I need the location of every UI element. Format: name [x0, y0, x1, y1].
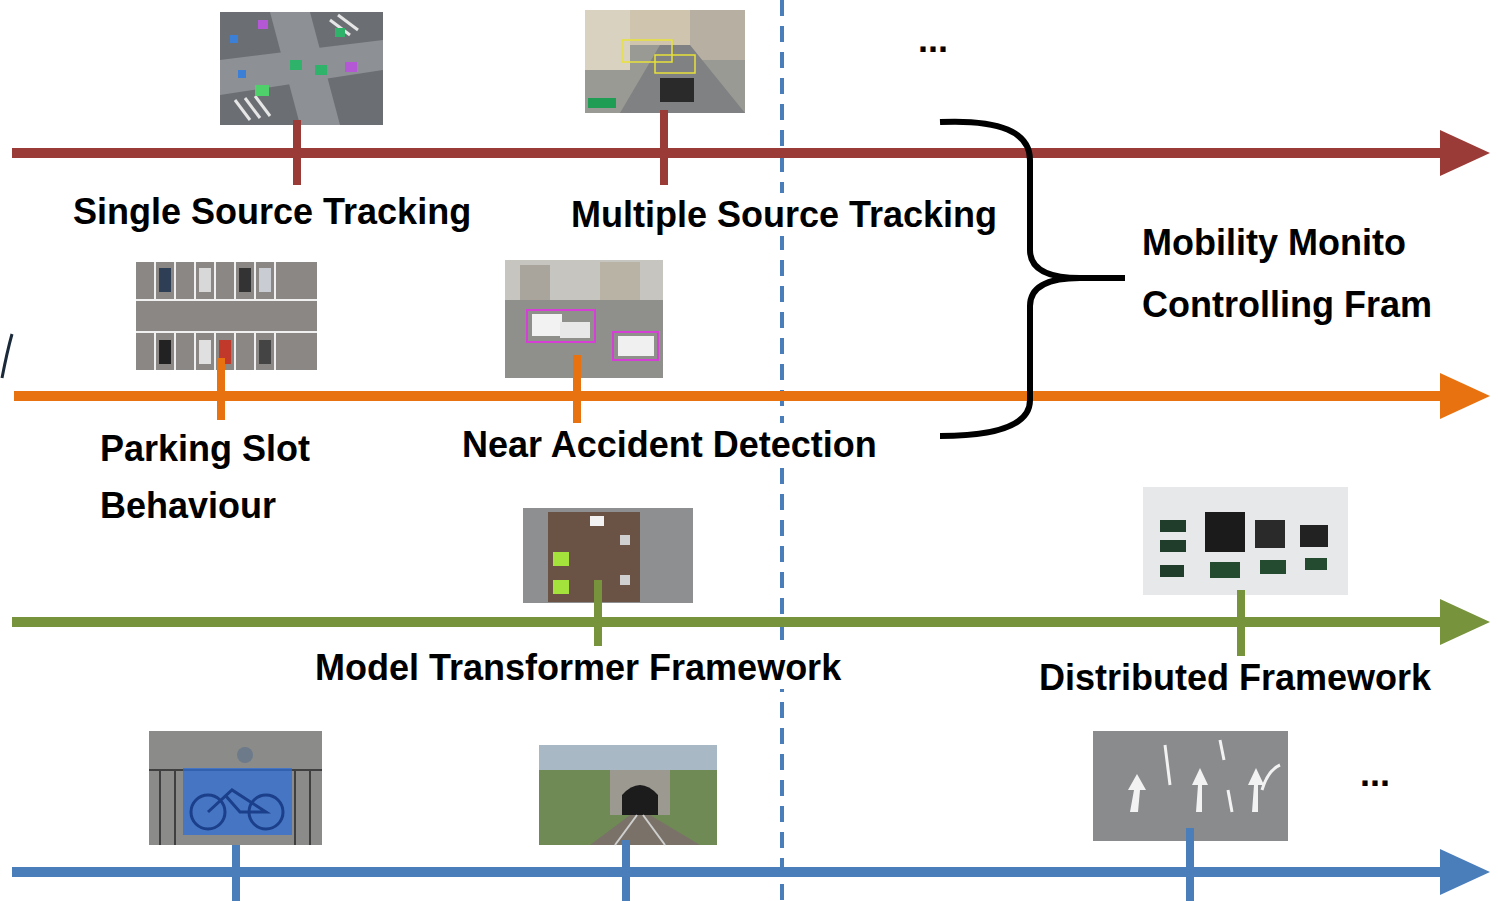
timeline-label: Multiple Source Tracking — [568, 193, 1000, 236]
parking-lot-image — [136, 262, 317, 370]
road-markings-image — [1093, 731, 1288, 841]
timeline-label: Mobility Monito — [1139, 221, 1409, 264]
timeline-label: Single Source Tracking — [70, 190, 474, 233]
cyclist-image — [149, 731, 322, 845]
hardware-boards-image — [1143, 487, 1348, 595]
edge-mark — [2, 334, 12, 378]
ellipsis-mark: ... — [1357, 752, 1393, 795]
timeline-label: Model Transformer Framework — [312, 646, 844, 689]
aerial-intersection-image — [220, 12, 383, 125]
timeline-label: Near Accident Detection — [459, 423, 880, 466]
orange-timeline — [14, 373, 1490, 419]
model-table-image — [523, 508, 693, 603]
red-timeline — [12, 130, 1490, 176]
timeline-label: Controlling Fram — [1139, 283, 1435, 326]
near-accident-image — [505, 260, 663, 378]
railway-tunnel-image — [539, 745, 717, 845]
timeline-label: Distributed Framework — [1036, 656, 1434, 699]
street-tracking-image — [585, 10, 745, 113]
ellipsis-mark: ... — [915, 18, 951, 61]
curly-bracket — [940, 122, 1125, 436]
green-timeline — [12, 599, 1490, 645]
timeline-label: Parking Slot Behaviour — [97, 420, 393, 534]
